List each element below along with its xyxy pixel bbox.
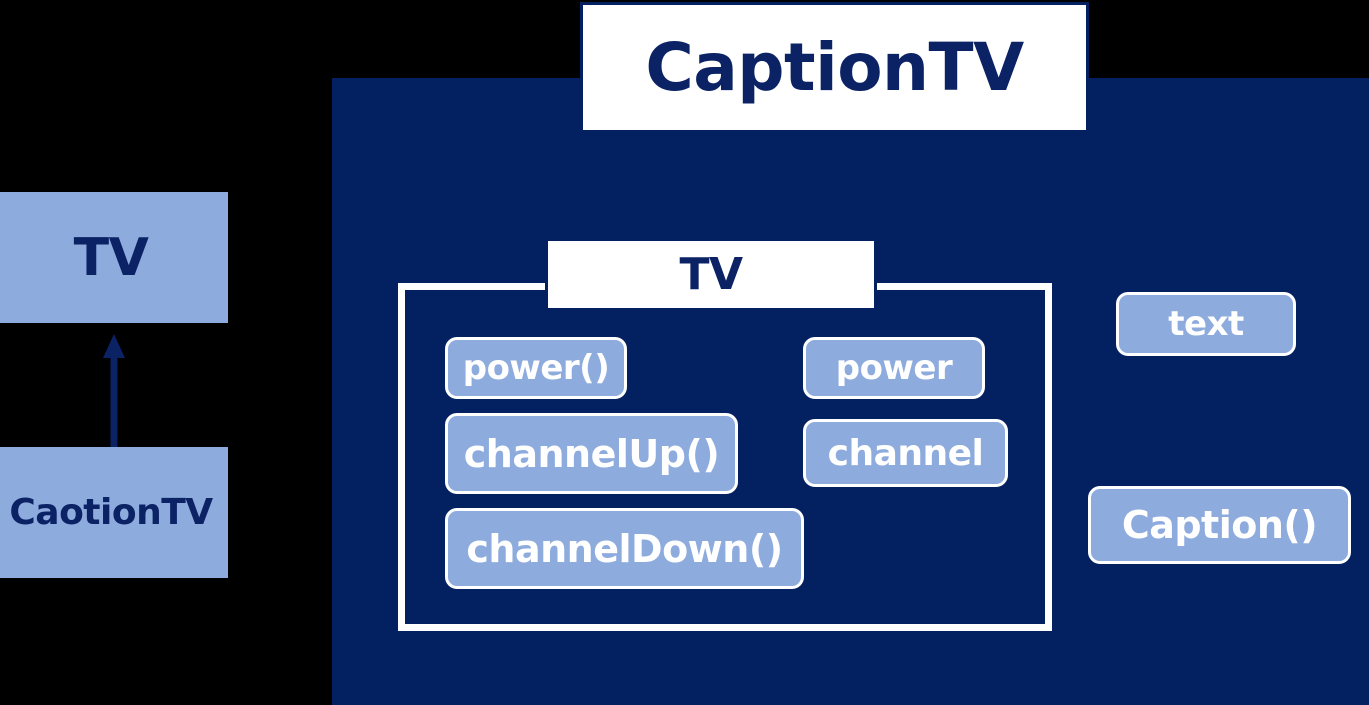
attribute-chip-channel[interactable]: channel <box>803 419 1008 487</box>
tv-class-header: TV <box>545 238 877 311</box>
left-parent-class-tv[interactable]: TV <box>0 192 228 323</box>
side-chip-text[interactable]: text <box>1116 292 1296 356</box>
method-chip-power[interactable]: power() <box>445 337 627 399</box>
diagram-title: CaptionTV <box>580 2 1089 133</box>
left-child-class-caotiontv[interactable]: CaotionTV <box>0 447 228 578</box>
method-chip-channel-up[interactable]: channelUp() <box>445 413 738 494</box>
attribute-chip-power[interactable]: power <box>803 337 985 399</box>
method-chip-channel-down[interactable]: channelDown() <box>445 508 804 589</box>
inheritance-arrow-icon <box>103 334 125 448</box>
side-chip-caption[interactable]: Caption() <box>1088 486 1351 564</box>
